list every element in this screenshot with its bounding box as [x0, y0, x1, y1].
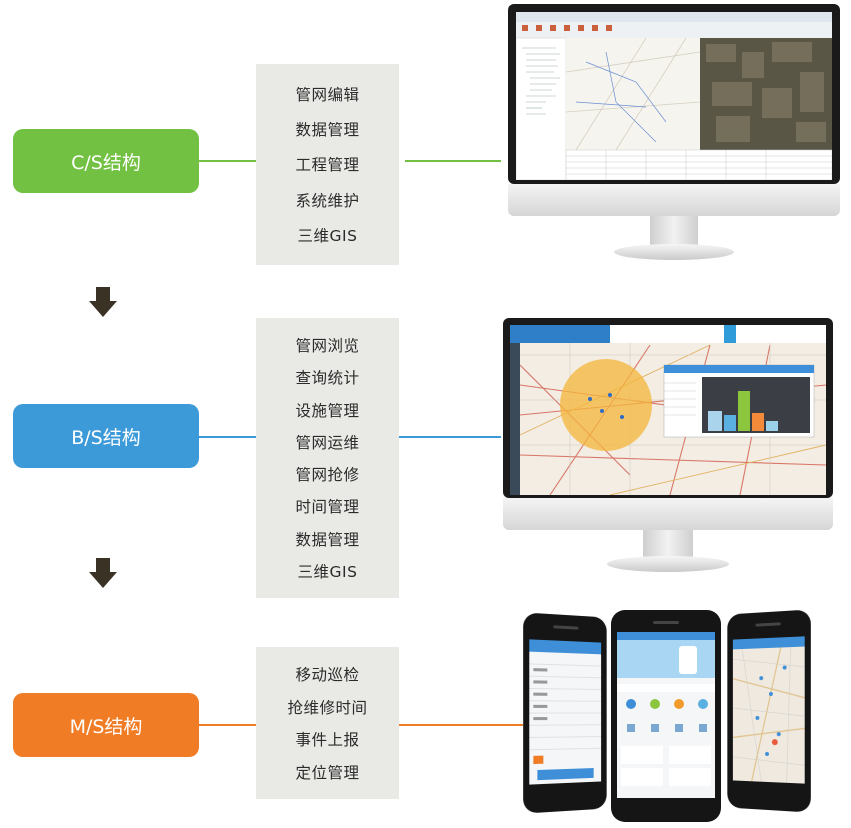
feature-box-bs: 管网浏览 查询统计 设施管理 管网运维 管网抢修 时间管理 数据管理 三维GIS — [256, 318, 399, 598]
feature-item: 数据管理 — [295, 121, 360, 140]
feature-item: 移动巡检 — [295, 666, 360, 685]
tier-label-bs-text: B/S结构 — [71, 426, 141, 449]
feature-item: 管网编辑 — [295, 86, 360, 105]
bs-desktop-monitor — [503, 318, 833, 574]
tier-label-ms-text: M/S结构 — [69, 715, 143, 738]
feature-item: 事件上报 — [295, 731, 360, 750]
feature-item: 工程管理 — [295, 156, 360, 175]
feature-item: 管网抢修 — [295, 466, 360, 485]
mobile-phone-right — [727, 609, 811, 813]
connector-cs-left — [199, 160, 256, 162]
feature-item: 数据管理 — [295, 530, 360, 549]
connector-bs-right — [399, 436, 501, 438]
feature-box-ms: 移动巡检 抢维修时间 事件上报 定位管理 — [256, 647, 399, 799]
connector-ms-left — [199, 724, 256, 726]
mobile-phone-left — [523, 612, 607, 814]
connector-bs-left — [199, 436, 256, 438]
feature-item: 三维GIS — [297, 562, 358, 581]
feature-item: 定位管理 — [295, 763, 360, 782]
connector-cs-right — [405, 160, 501, 162]
feature-item: 时间管理 — [295, 498, 360, 517]
mobile-phone-center — [611, 610, 721, 822]
feature-item: 查询统计 — [295, 369, 360, 388]
connector-ms-right — [399, 724, 523, 726]
feature-item: 三维GIS — [297, 226, 358, 245]
tier-label-bs: B/S结构 — [13, 404, 199, 468]
down-arrow-icon — [89, 287, 117, 317]
feature-box-cs: 管网编辑 数据管理 工程管理 系统维护 三维GIS — [256, 64, 399, 265]
feature-item: 抢维修时间 — [287, 698, 368, 717]
feature-item: 设施管理 — [295, 401, 360, 420]
cs-desktop-monitor — [508, 4, 840, 262]
feature-item: 管网浏览 — [295, 337, 360, 356]
bs-app-screenshot — [510, 325, 826, 495]
feature-item: 系统维护 — [295, 191, 360, 210]
tier-label-cs-text: C/S结构 — [71, 151, 141, 174]
feature-item: 管网运维 — [295, 433, 360, 452]
tier-label-cs: C/S结构 — [13, 129, 199, 193]
down-arrow-icon — [89, 558, 117, 588]
tier-label-ms: M/S结构 — [13, 693, 199, 757]
cs-app-screenshot — [516, 12, 832, 180]
